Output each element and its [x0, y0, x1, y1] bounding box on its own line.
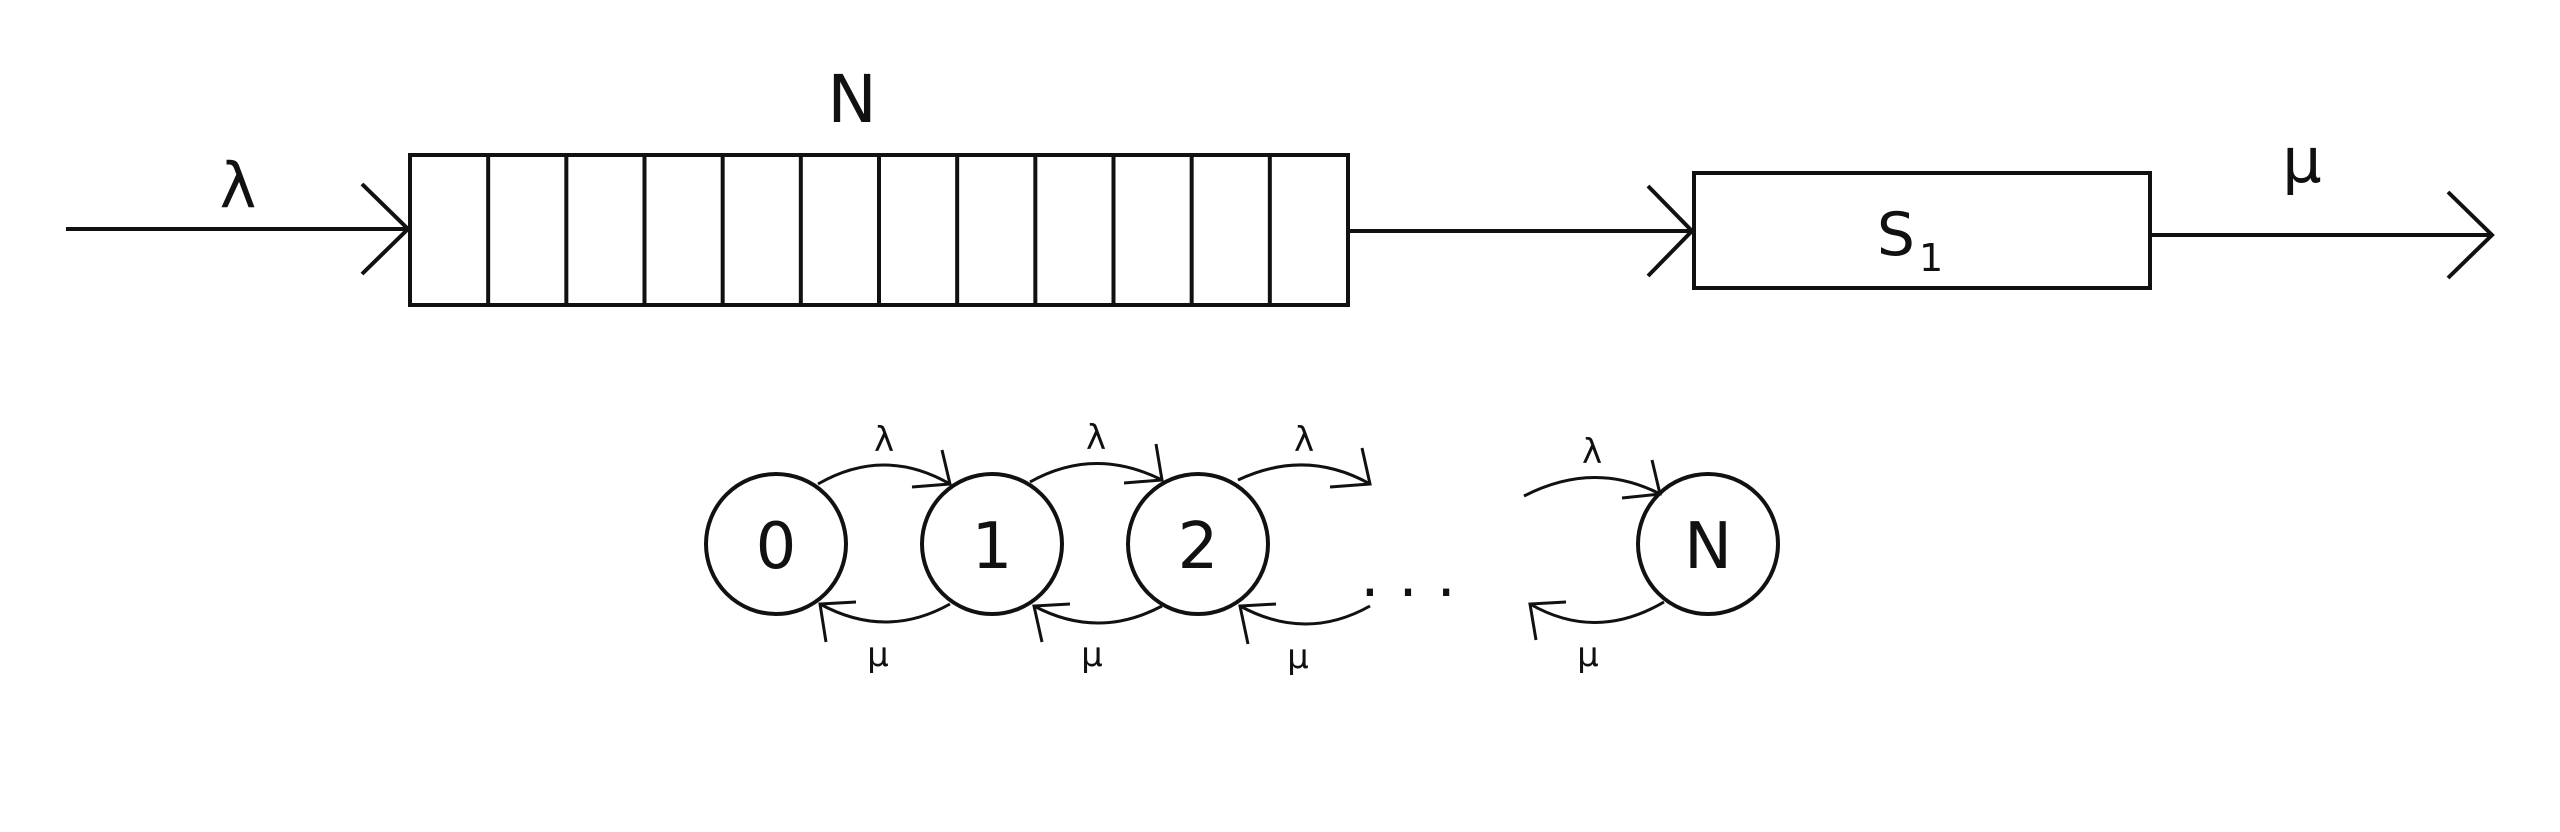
backward-rate-label-0: μ	[867, 635, 889, 675]
arrival-rate-label: λ	[220, 149, 257, 222]
backward-rate-label-1: μ	[1081, 635, 1103, 675]
backward-rate-label-2: μ	[1287, 637, 1309, 677]
forward-rate-label-2: λ	[1294, 420, 1314, 460]
buffer-capacity-label: N	[827, 61, 876, 138]
backward-rate-label-3: μ	[1577, 635, 1599, 675]
state-ellipsis: . . .	[1360, 541, 1455, 611]
forward-transition-1-2	[1029, 443, 1164, 485]
service-rate-label: μ	[2282, 124, 2321, 197]
state-0-label: 0	[756, 510, 797, 584]
backward-transition-ellipsis-2	[1238, 602, 1371, 645]
state-2: 2	[1126, 472, 1270, 616]
queue-buffer	[408, 153, 1350, 307]
buffer-slot-dividers	[486, 155, 1272, 305]
buffer-to-server-arrow	[1348, 184, 1695, 278]
forward-transition-ellipsis-n	[1523, 459, 1662, 500]
state-n: N	[1636, 472, 1780, 616]
forward-transition-0-1	[817, 449, 952, 489]
forward-transition-2-ellipsis	[1237, 447, 1372, 489]
forward-rate-label-3: λ	[1582, 432, 1602, 472]
state-1: 1	[920, 472, 1064, 616]
state-n-label: N	[1684, 510, 1732, 584]
departure-arrow	[2150, 190, 2495, 280]
forward-rate-label-1: λ	[1086, 418, 1106, 458]
forward-rate-label-0: λ	[874, 420, 894, 460]
backward-transition-n-ellipsis	[1528, 600, 1665, 641]
state-0: 0	[704, 472, 848, 616]
backward-transition-1-0	[818, 600, 951, 643]
backward-transition-2-1	[1032, 602, 1163, 643]
state-transition-diagram: 0 1 2 N . . .	[704, 418, 1780, 677]
state-2-label: 2	[1178, 510, 1219, 584]
state-1-label: 1	[972, 510, 1013, 584]
